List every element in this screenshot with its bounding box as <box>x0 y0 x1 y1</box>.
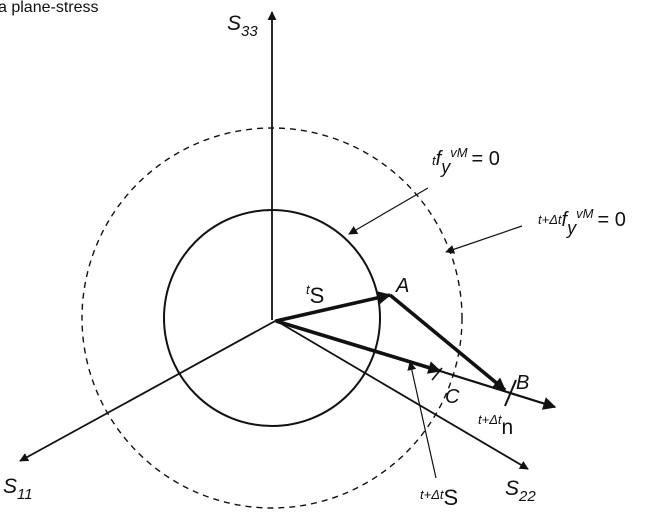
b-tick <box>504 379 517 407</box>
ts-vector <box>275 291 392 323</box>
s22-label: S22 <box>505 477 536 505</box>
inner-surface-leader <box>348 187 429 235</box>
ts-label: tS <box>306 282 324 308</box>
c-tick <box>431 367 443 381</box>
stray-text: a plane-stress <box>0 0 99 16</box>
s11-label: S11 <box>3 475 33 503</box>
tdts-leader <box>407 361 437 479</box>
point-b-label: B <box>516 372 529 394</box>
point-a-label: A <box>395 275 409 297</box>
outer-surface-label: t+ΔtfyvM= 0 <box>538 206 626 238</box>
s11-axis <box>19 319 278 462</box>
n-label: t+Δtn <box>478 412 513 439</box>
outer-surface-leader <box>445 225 523 254</box>
s22-axis <box>274 319 529 470</box>
s33-label: S33 <box>227 12 258 40</box>
tdts-vector <box>275 319 442 374</box>
point-c-label: C <box>445 386 460 408</box>
n-vector <box>439 369 557 410</box>
inner-surface-label: tfyvM= 0 <box>432 145 500 177</box>
tdts-label: t+ΔtS <box>420 485 458 510</box>
a-to-b-path <box>388 293 507 392</box>
